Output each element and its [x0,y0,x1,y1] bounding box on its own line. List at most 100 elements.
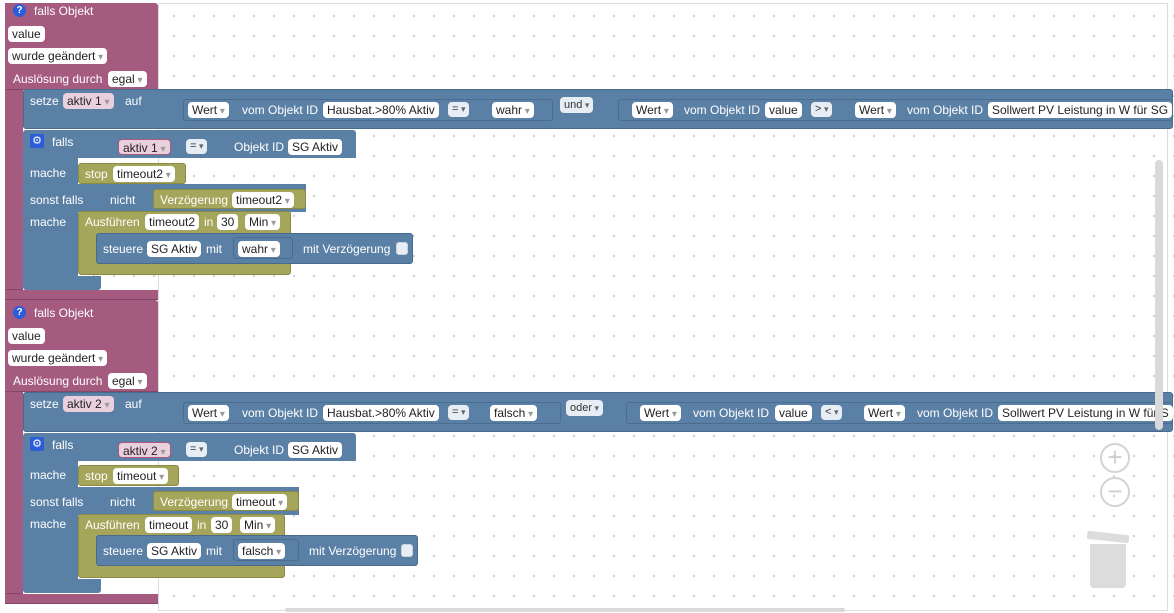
object-id-field[interactable]: value [765,102,802,118]
help-icon[interactable]: ? [13,306,26,319]
help-icon[interactable]: ? [13,4,26,17]
wert-dropdown[interactable]: Wert [640,405,681,421]
timeout-dropdown[interactable]: timeout2 [232,192,294,208]
operator-dropdown[interactable]: = [448,102,470,117]
else-if-label: sonst falls [30,193,84,207]
unit-dropdown[interactable]: Min [245,214,281,230]
if-block-foot [23,276,101,290]
bool-dropdown[interactable]: wahr [238,241,280,257]
operator-dropdown[interactable]: = [186,139,208,154]
with-delay-label: mit Verzögerung [303,242,391,256]
stop-label: stop [85,469,108,483]
operator-dropdown[interactable]: > [811,102,833,117]
exec-label: Ausführen [85,215,140,229]
object-value-field[interactable]: value [8,328,45,344]
duration-field[interactable]: 30 [211,517,233,533]
if-label: falls [52,135,74,149]
bool-dropdown[interactable]: wahr [492,102,534,118]
bool-dropdown[interactable]: falsch [238,543,286,559]
trigger-dropdown[interactable]: wurde geändert [8,48,108,64]
set-variable-dropdown[interactable]: aktiv 1 [63,93,114,109]
logic-dropdown[interactable]: und [560,97,594,113]
wert-dropdown[interactable]: Wert [188,405,229,421]
with-label: mit [206,242,222,256]
if-label: falls [52,438,74,452]
logic-dropdown[interactable]: oder [566,400,604,416]
gear-icon[interactable]: ⚙ [30,134,44,148]
object-id-label: Objekt ID [234,443,285,457]
object-id-field[interactable]: SG Aktiv [147,241,202,257]
duration-field[interactable]: 30 [217,214,239,230]
stop-label: stop [85,167,108,181]
object-id-field[interactable]: value [775,405,812,421]
zoom-out-icon[interactable]: − [1100,477,1130,507]
event-block-foot [5,290,158,300]
timeout-dropdown[interactable]: timeout2 [113,166,175,182]
object-id-label: vom Objekt ID [684,103,761,117]
bool-dropdown[interactable]: falsch [490,405,538,421]
delay-label: Verzögerung [160,193,229,207]
set-label: setze [30,94,59,108]
if-block-side [23,461,78,587]
timeout-field[interactable]: timeout2 [145,214,200,230]
with-delay-label: mit Verzögerung [309,544,397,558]
object-id-field[interactable]: Sollwert PV Leistung in W für SG [988,102,1173,118]
else-if-label: sonst falls [30,495,84,509]
object-id-label: vom Objekt ID [693,406,770,420]
trash-body [1090,544,1126,588]
object-value-field[interactable]: value [8,26,45,42]
event-header: falls Objekt [34,4,94,18]
in-label: in [197,518,207,532]
variable-dropdown[interactable]: aktiv 2 [118,442,171,458]
variable-dropdown[interactable]: aktiv 1 [118,139,171,155]
ack-dropdown[interactable]: egal [108,71,147,87]
object-id-label: vom Objekt ID [917,406,994,420]
wert-dropdown[interactable]: Wert [864,405,905,421]
object-id-field[interactable]: Hausbat.>80% Aktiv [323,405,439,421]
operator-dropdown[interactable]: < [821,405,843,420]
vertical-scrollbar[interactable] [1155,160,1163,430]
object-id-field[interactable]: SG Aktiv [288,442,343,458]
do-label: mache [30,215,67,229]
trash-lid [1086,530,1130,544]
wert-dropdown[interactable]: Wert [188,102,229,118]
not-label: nicht [110,495,136,509]
object-id-field[interactable]: Sollwert PV Leistung in W für S [998,405,1173,421]
event-block-foot [5,594,158,604]
set-to-label: auf [125,397,142,411]
do-label: mache [30,517,67,531]
timeout-dropdown[interactable]: timeout [113,468,169,484]
if-block-side [23,158,78,284]
timeout-dropdown[interactable]: timeout [232,494,288,510]
object-id-field[interactable]: SG Aktiv [147,543,202,559]
object-id-label: vom Objekt ID [242,406,319,420]
zoom-in-icon[interactable]: + [1100,443,1130,473]
wert-dropdown[interactable]: Wert [632,102,673,118]
set-to-label: auf [125,94,142,108]
trigger-dropdown[interactable]: wurde geändert [8,350,108,366]
with-label: mit [206,544,222,558]
horizontal-scrollbar[interactable] [285,608,845,612]
delay-checkbox[interactable] [396,242,408,255]
in-label: in [204,215,214,229]
wert-dropdown[interactable]: Wert [855,102,896,118]
do-label: mache [30,468,67,482]
ack-dropdown[interactable]: egal [108,373,147,389]
operator-dropdown[interactable]: = [448,405,470,420]
event-header: falls Objekt [34,306,94,320]
delay-checkbox[interactable] [401,544,413,557]
not-label: nicht [110,193,136,207]
object-id-label: vom Objekt ID [242,103,319,117]
timeout-field[interactable]: timeout [145,517,193,533]
object-id-field[interactable]: SG Aktiv [288,139,343,155]
control-label: steuere [103,544,144,558]
if-block-foot [23,579,101,593]
gear-icon[interactable]: ⚙ [30,437,44,451]
unit-dropdown[interactable]: Min [240,517,276,533]
operator-dropdown[interactable]: = [186,442,208,457]
ack-label: Auslösung durch [13,72,103,86]
object-id-field[interactable]: Hausbat.>80% Aktiv [323,102,439,118]
object-id-label: Objekt ID [234,140,285,154]
control-label: steuere [103,242,144,256]
set-variable-dropdown[interactable]: aktiv 2 [63,396,114,412]
